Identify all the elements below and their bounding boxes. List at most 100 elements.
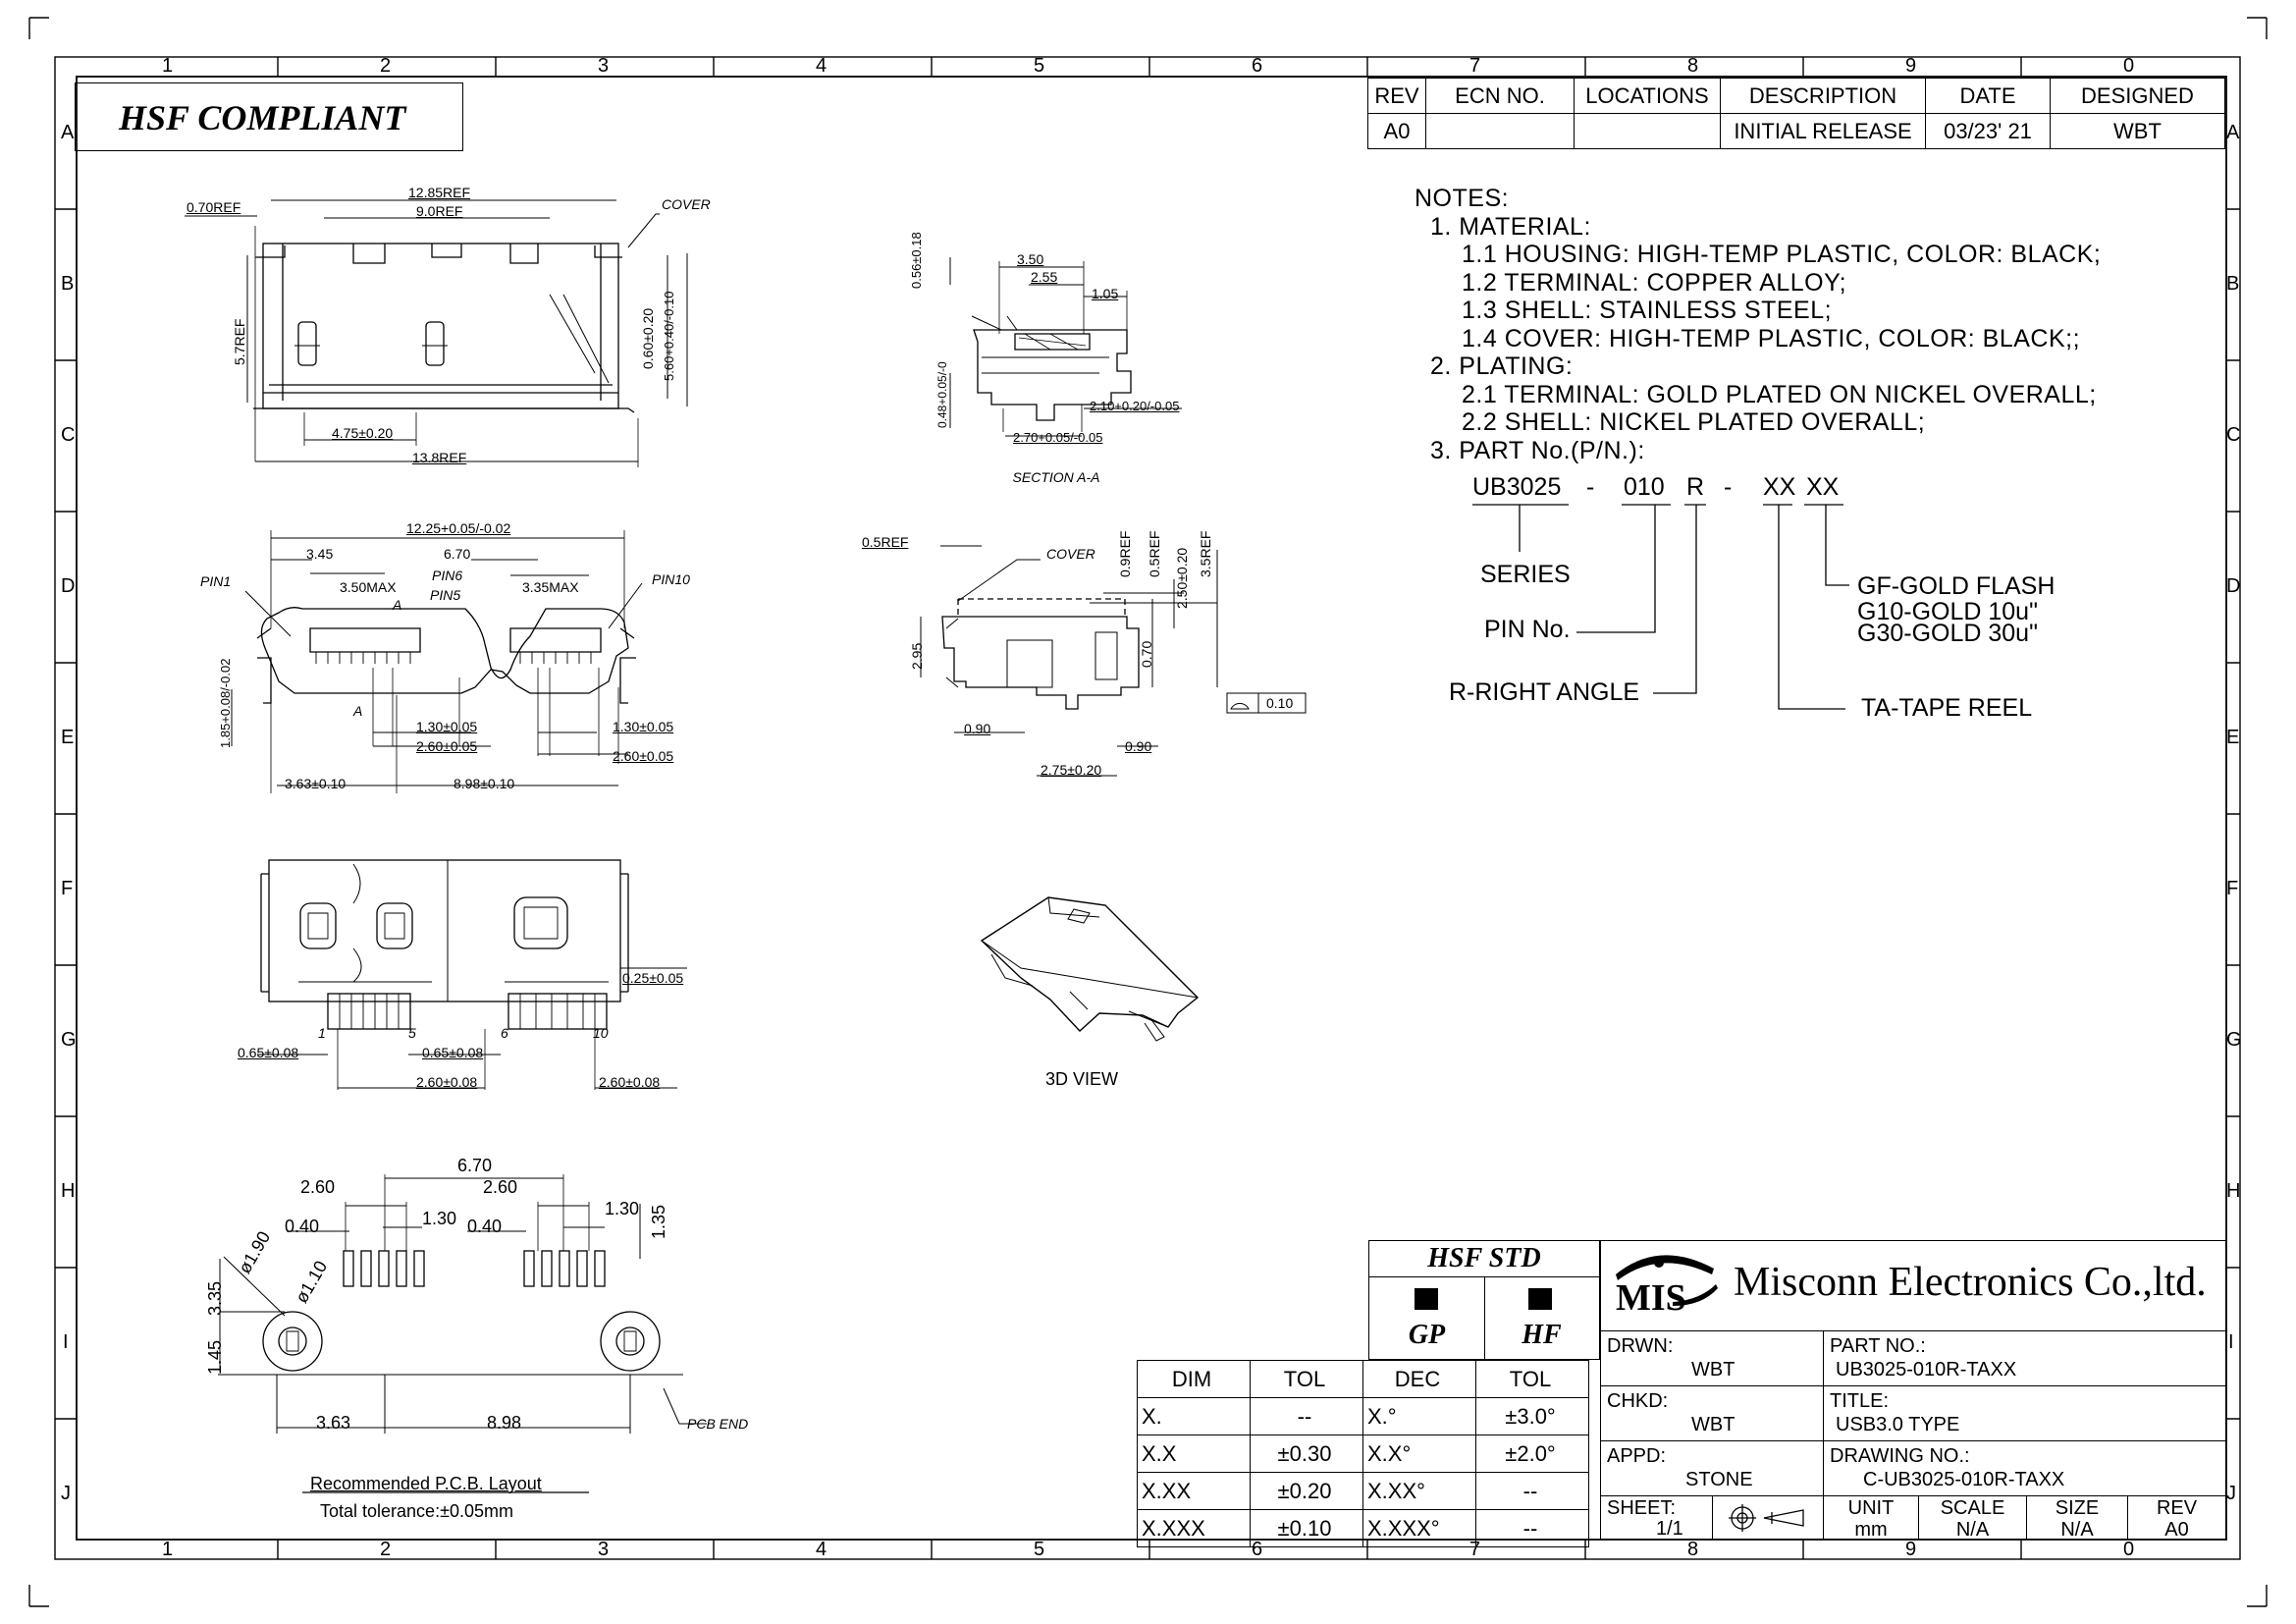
zone-col-9-bottom: 9 [1905,1539,1917,1560]
zone-col-8-bottom: 8 [1687,1539,1699,1560]
dim-label: 2.60±0.05 [613,748,674,764]
dim-label: 5.60+0.40/-0.10 [662,291,676,381]
zone-row-f-right: F [2226,878,2239,899]
drawn-cell: DRWN: WBT [1600,1330,1824,1386]
zone-row-i-right: I [2228,1331,2234,1353]
drawing-no-label: DRAWING NO.: [1830,1445,1970,1467]
dec-cell: X.XXX° [1362,1509,1476,1547]
dim-label: 12.25+0.05/-0.02 [406,520,511,536]
dim-label: 2.50±0.20 [1174,547,1190,609]
unit-cell: UNIT mm [1823,1495,1919,1541]
ecn-header: ECN NO. [1425,78,1575,114]
section-marker: A [393,597,402,613]
dim-label: 5.7REF [232,318,247,365]
scale-label: SCALE [1940,1497,2005,1519]
hsf-std-divider-v [1484,1276,1485,1359]
pin-number: 10 [593,1025,609,1041]
angle-tol-header: TOL [1475,1360,1589,1398]
tolerance-row: X.XXX ±0.10 X.XXX° -- [1137,1509,1589,1547]
mis-logo-icon: MIS [1616,1255,1718,1316]
zone-col-3-bottom: 3 [598,1539,610,1560]
callout-label: COVER [662,196,711,212]
dim-label: 0.9REF [1117,530,1133,577]
right-angle-label: R-RIGHT ANGLE [1449,678,1640,706]
note-line: 1. MATERIAL: [1430,212,1591,241]
sheet-label: SHEET: [1607,1497,1677,1519]
ecn-cell [1425,113,1575,149]
size-value: N/A [2060,1519,2094,1541]
dim-label: 8.98±0.10 [454,776,515,791]
zone-row-e-left: E [61,727,75,748]
zone-row-b-left: B [61,273,75,295]
tol-header: TOL [1250,1360,1363,1398]
dim-label: 1.30 [422,1209,457,1228]
dim-label: 12.85REF [408,185,471,200]
zone-col-5-top: 5 [1034,55,1045,77]
zone-row-h-right: H [2226,1180,2241,1202]
tolerance-table: DIM TOL DEC TOL X. -- X.° ±3.0° X.X ±0.3… [1137,1360,1589,1547]
approved-cell: APPD: STONE [1600,1440,1824,1496]
section-marker: A [353,703,363,719]
zone-row-b-right: B [2226,273,2240,295]
tolerance-row: X.XX ±0.20 X.XX° -- [1137,1472,1589,1510]
part-no-label: PART NO.: [1830,1335,1926,1357]
sheet-value: 1/1 [1656,1518,1683,1540]
rev-header: REV [1367,78,1426,114]
zone-row-c-right: C [2226,424,2241,446]
logo-text: MIS [1616,1277,1686,1316]
tolerance-row: X. -- X.° ±3.0° [1137,1397,1589,1435]
dim-label: 1.45 [205,1339,225,1375]
unit-label: UNIT [1847,1497,1895,1519]
pin-number: 6 [501,1025,508,1041]
note-line: 2. PLATING: [1430,352,1574,380]
pin-label: PIN5 [430,587,461,603]
drawn-label: DRWN: [1607,1335,1674,1357]
projection-cell [1712,1495,1824,1540]
designed-cell: WBT [2050,113,2225,149]
dim-label: 8.98 [487,1413,522,1433]
zone-row-j-right: J [2226,1483,2236,1504]
zone-col-2-top: 2 [380,55,392,77]
description-cell: INITIAL RELEASE [1720,113,1926,149]
revision-table: REV ECN NO. LOCATIONS DESCRIPTION DATE D… [1367,78,2225,149]
dim-label: 0.90 [1125,738,1152,754]
pcb-layout-drawing [218,1174,707,1493]
zone-row-f-left: F [61,878,74,899]
dim-label: 0.5REF [862,534,909,550]
rev-cell: REV A0 [2127,1495,2226,1541]
dim-label: 2.60 [483,1177,518,1197]
angle-tol-cell: ±3.0° [1475,1397,1589,1435]
zone-col-7-top: 7 [1469,55,1481,77]
revision-table-header: REV ECN NO. LOCATIONS DESCRIPTION DATE D… [1367,78,2225,114]
plating-option: G10-GOLD 10u" [1857,598,2038,625]
zone-row-a-right: A [2226,122,2240,143]
zone-col-2-bottom: 2 [380,1539,392,1560]
zone-row-g-left: G [61,1029,77,1051]
note-line: 1.1 HOUSING: HIGH-TEMP PLASTIC, COLOR: B… [1462,241,2102,268]
zone-col-5-bottom: 5 [1034,1539,1045,1560]
drawing-no-cell: DRAWING NO.: C-UB3025-010R-TAXX [1823,1440,2226,1496]
dim-label: 3.50 [1017,251,1044,267]
dim-label: 3.63±0.10 [285,776,347,791]
dim-label: 2.95 [909,642,925,670]
note-line: 3. PART No.(P/N.): [1430,436,1645,464]
dim-cell: X.XX [1137,1472,1251,1510]
part-code-dash: - [1724,473,1733,501]
dec-cell: X.XX° [1362,1472,1476,1510]
top-view-drawing [185,199,688,467]
zone-col-4-bottom: 4 [816,1539,828,1560]
dim-label: 6.70 [457,1156,493,1175]
3d-view-drawing [980,896,1200,1042]
note-line: 1.4 COVER: HIGH-TEMP PLASTIC, COLOR: BLA… [1462,324,2081,352]
part-no-cell: PART NO.: UB3025-010R-TAXX [1823,1330,2226,1386]
dim-label: 0.70 [1139,640,1154,668]
zone-col-1-top: 1 [162,55,174,77]
scale-cell: SCALE N/A [1918,1495,2027,1541]
gp-label: GP [1408,1320,1446,1350]
pin-label: PIN10 [652,571,690,587]
side-view-drawing [920,545,1307,777]
plating-option: GF-GOLD FLASH [1857,572,2056,600]
revision-table-row: A0 INITIAL RELEASE 03/23' 21 WBT [1367,113,2225,149]
dim-label: 0.65±0.08 [422,1045,484,1060]
zone-row-g-right: G [2226,1029,2242,1051]
